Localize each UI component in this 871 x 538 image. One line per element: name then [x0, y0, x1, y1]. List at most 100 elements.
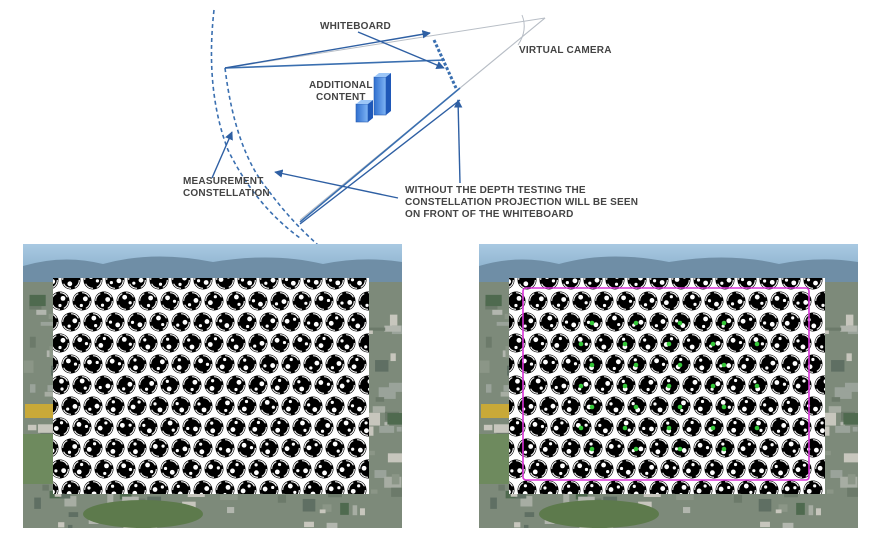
- fiducial-marker: [53, 313, 59, 331]
- fiducial-marker: [792, 459, 812, 479]
- fiducial-marker: [594, 417, 614, 437]
- fiducial-marker: [770, 333, 790, 353]
- tracked-point: [633, 404, 639, 410]
- tracked-point: [710, 383, 716, 389]
- tracked-point: [666, 425, 672, 431]
- fiducial-marker: [803, 396, 823, 416]
- fiducial-marker: [83, 438, 103, 458]
- fiducial-marker: [594, 375, 614, 395]
- fiducial-marker: [528, 333, 548, 353]
- fiducial-marker: [127, 354, 147, 374]
- fiducial-marker: [314, 375, 334, 395]
- fiducial-marker: [660, 459, 680, 479]
- label-additional-content-2: CONTENT: [316, 92, 366, 103]
- fiducial-marker: [572, 459, 592, 479]
- fiducial-marker: [72, 417, 92, 437]
- fiducial-marker: [649, 278, 669, 290]
- tracked-point: [589, 404, 595, 410]
- fiducial-marker: [204, 417, 224, 437]
- fiducial-marker: [509, 439, 515, 457]
- fiducial-marker: [509, 375, 526, 395]
- fiducial-marker: [594, 459, 614, 479]
- fiducial-marker: [509, 397, 515, 415]
- fiducial-marker: [149, 438, 169, 458]
- fiducial-marker: [693, 312, 713, 332]
- fiducial-marker: [193, 480, 213, 494]
- fiducial-marker: [792, 291, 812, 311]
- fiducial-marker: [116, 417, 136, 437]
- fiducial-marker: [105, 438, 125, 458]
- fiducial-marker: [737, 396, 757, 416]
- tracked-point: [721, 320, 727, 326]
- fiducial-marker: [72, 375, 92, 395]
- fiducial-marker: [116, 375, 136, 395]
- fiducial-marker: [726, 459, 746, 479]
- fiducial-marker: [347, 480, 367, 494]
- fiducial-marker: [105, 354, 125, 374]
- fiducial-marker: [803, 354, 823, 374]
- fiducial-marker: [127, 396, 147, 416]
- fiducial-marker: [671, 480, 691, 494]
- fiducial-marker: [770, 417, 790, 437]
- tracked-point: [589, 446, 595, 452]
- label-whiteboard: WHITEBOARD: [320, 21, 391, 32]
- marker-constellation: [509, 278, 825, 494]
- fiducial-marker: [682, 459, 702, 479]
- fiducial-marker: [325, 312, 345, 332]
- fiducial-marker: [193, 312, 213, 332]
- fiducial-marker: [715, 312, 735, 332]
- annotation-arrows: [211, 30, 463, 225]
- fiducial-marker: [616, 459, 636, 479]
- fiducial-marker: [53, 459, 70, 479]
- fiducial-marker: [171, 480, 191, 494]
- fiducial-marker: [638, 291, 658, 311]
- fiducial-marker: [281, 278, 301, 290]
- fiducial-marker: [693, 354, 713, 374]
- fiducial-marker: [704, 291, 724, 311]
- fiducial-marker: [748, 459, 768, 479]
- tracked-point: [622, 425, 628, 431]
- fiducial-marker: [303, 438, 323, 458]
- fiducial-marker: [748, 291, 768, 311]
- fiducial-marker: [138, 333, 158, 353]
- fiducial-marker: [53, 397, 59, 415]
- right-panel-scene: [479, 244, 858, 528]
- fiducial-marker: [193, 278, 213, 290]
- fiducial-marker: [314, 459, 334, 479]
- fiducial-marker: [726, 375, 746, 395]
- fiducial-marker: [649, 438, 669, 458]
- fiducial-marker: [759, 354, 779, 374]
- fiducial-marker: [292, 459, 312, 479]
- fiducial-marker: [281, 312, 301, 332]
- fiducial-marker: [237, 438, 257, 458]
- fiducial-marker: [53, 291, 70, 311]
- fiducial-marker: [704, 375, 724, 395]
- tracked-point: [578, 341, 584, 347]
- fiducial-marker: [660, 291, 680, 311]
- fiducial-marker: [336, 375, 356, 395]
- fiducial-marker: [737, 438, 757, 458]
- fiducial-marker: [325, 438, 345, 458]
- tracked-point: [710, 341, 716, 347]
- fiducial-marker: [682, 291, 702, 311]
- fiducial-marker: [72, 459, 92, 479]
- fiducial-marker: [770, 459, 790, 479]
- fiducial-marker: [237, 480, 257, 494]
- fiducial-marker: [149, 354, 169, 374]
- fiducial-marker: [509, 333, 526, 353]
- fiducial-marker: [583, 278, 603, 290]
- fiducial-marker: [226, 375, 246, 395]
- fiducial-marker: [94, 459, 114, 479]
- fiducial-marker: [72, 291, 92, 311]
- fiducial-marker: [539, 480, 559, 494]
- right-panel-with-overlay: [479, 244, 858, 528]
- fiducial-marker: [61, 396, 81, 416]
- fiducial-marker: [814, 333, 825, 353]
- fiducial-marker: [509, 291, 526, 311]
- fiducial-marker: [303, 354, 323, 374]
- fiducial-marker: [53, 355, 59, 373]
- fiducial-marker: [259, 438, 279, 458]
- fiducial-marker: [259, 354, 279, 374]
- fiducial-marker: [539, 438, 559, 458]
- fiducial-marker: [61, 278, 81, 290]
